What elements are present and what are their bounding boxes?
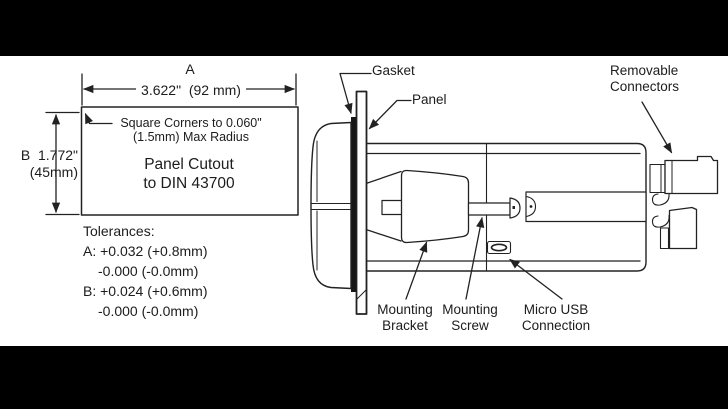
mounting-screw-line1: Mounting — [442, 302, 498, 317]
mounting-bracket-line2: Bracket — [382, 317, 428, 333]
bracket-arm-top — [365, 170, 402, 185]
corner-note-leader — [84, 113, 113, 125]
bracket-leader — [405, 241, 428, 300]
connector-bottom-latch — [651, 214, 670, 228]
slot-pin-dot — [529, 205, 533, 208]
micro-usb-line2: Connection — [521, 317, 591, 333]
mounting-bracket-line1: Mounting — [377, 302, 433, 317]
removable-connectors-line2: Connectors — [610, 78, 680, 94]
connector-top — [649, 155, 719, 206]
mounting-bracket-shape — [400, 169, 470, 244]
cutout-title: Panel Cutout to DIN 43700 — [143, 156, 234, 193]
tolerance-a-plus: A: +0.032 (+0.8mm) — [83, 243, 208, 259]
dim-b-line2: (45mm) — [29, 164, 78, 180]
corner-note-line2: (1.5mm) Max Radius — [132, 130, 249, 144]
panel-leader — [368, 99, 412, 130]
cutout-title-line2: to DIN 43700 — [143, 174, 235, 192]
screw-leader — [465, 216, 485, 300]
connector-top-latch — [651, 192, 670, 206]
dim-a-value: 3.622" (92 mm) — [136, 82, 246, 99]
cutout-title-line1: Panel Cutout — [144, 156, 234, 173]
mounting-screw-label: Mounting Screw — [442, 302, 498, 333]
tolerance-b-minus: -0.000 (-0.0mm) — [98, 303, 199, 319]
panel-hatch-mark — [356, 289, 367, 300]
gasket-strip — [351, 117, 356, 292]
panel-plate — [355, 90, 368, 315]
side-view-drawing — [310, 72, 719, 315]
bracket-arm-bottom — [365, 228, 402, 242]
tolerances-title: Tolerances: — [83, 223, 155, 239]
rear-connector-slot — [525, 191, 647, 223]
cutout-drawing — [45, 73, 299, 216]
bezel-parting-line — [310, 202, 352, 211]
bracket-stud — [381, 199, 403, 216]
gasket-label: Gasket — [372, 63, 415, 78]
bezel — [310, 121, 352, 290]
panel-label: Panel — [412, 92, 447, 107]
dim-a-letter: A — [185, 61, 195, 77]
micro-usb-opening — [490, 243, 508, 252]
micro-usb-label: Micro USB Connection — [522, 302, 590, 333]
tolerance-b-plus: B: +0.024 (+0.6mm) — [83, 283, 208, 299]
dim-b-line1: B 1.772" — [20, 147, 78, 163]
corner-note-line1: Square Corners to 0.060" — [120, 116, 262, 130]
removable-connectors-line1: Removable — [610, 63, 679, 78]
cutout-rectangle — [80, 106, 299, 216]
gasket-leader — [339, 72, 372, 115]
connector-bottom — [651, 206, 698, 250]
tolerance-a-minus: -0.000 (-0.0mm) — [98, 263, 199, 279]
micro-usb-line1: Micro USB — [523, 302, 589, 317]
usb-leader — [509, 258, 563, 300]
connectors-leader — [641, 101, 673, 154]
screw-head-mark — [512, 206, 515, 209]
removable-connectors-label: Removable Connectors — [610, 63, 679, 94]
mounting-bracket-label: Mounting Bracket — [377, 302, 433, 333]
mounting-screw-shaft — [467, 202, 511, 216]
mounting-screw-line2: Screw — [451, 317, 489, 333]
corner-note: Square Corners to 0.060" (1.5mm) Max Rad… — [120, 116, 261, 144]
slot-d-notch — [525, 195, 537, 218]
dim-b-value: B 1.772" (45mm) — [6, 147, 78, 181]
